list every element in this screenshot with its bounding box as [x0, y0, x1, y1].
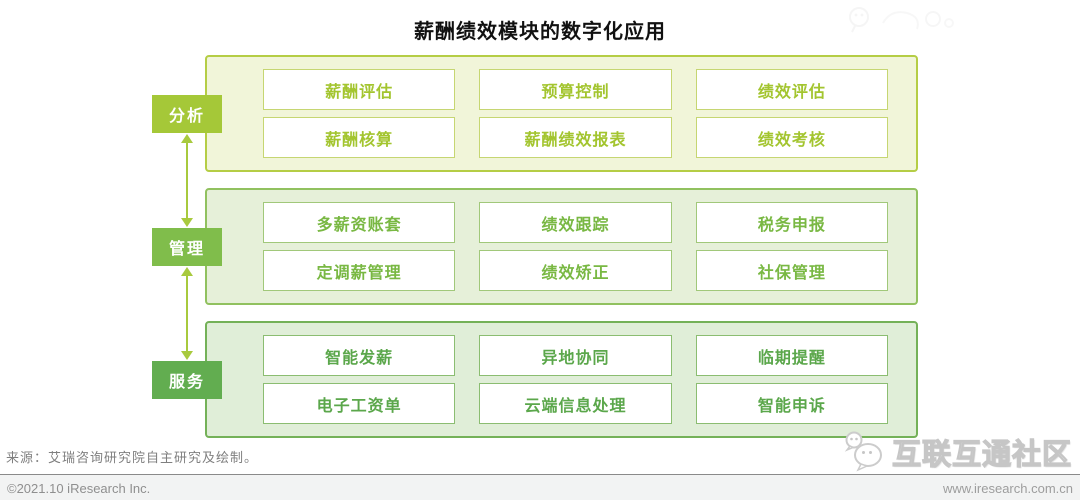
- module-box-b1-r2-c2: 薪酬绩效报表: [479, 117, 672, 158]
- module-box-b1-r2-c1: 薪酬核算: [263, 117, 456, 158]
- band-label-1: 分析: [152, 95, 222, 133]
- module-box-b1-r1-c3: 绩效评估: [695, 69, 888, 110]
- decor-doodle-icon: [849, 7, 954, 33]
- module-box-b2-r2-c1: 定调薪管理: [263, 250, 456, 291]
- module-box-b3-r2-c3: 智能申诉: [695, 383, 888, 424]
- copyright-text: ©2021.10 iResearch Inc.: [7, 481, 151, 496]
- module-box-b3-r2-c1: 电子工资单: [263, 383, 456, 424]
- website-url: www.iresearch.com.cn: [942, 481, 1073, 496]
- wechat-bubbles-icon: [844, 431, 882, 472]
- module-box-b1-r2-c3: 绩效考核: [695, 117, 888, 158]
- module-box-b1-r1-c2: 预算控制: [479, 69, 672, 110]
- module-box-b2-r2-c3: 社保管理: [695, 250, 888, 291]
- module-box-b3-r1-c2: 异地协同: [479, 335, 672, 376]
- panel-band-1: 薪酬评估预算控制绩效评估薪酬核算薪酬绩效报表绩效考核: [205, 55, 918, 172]
- footer-band: [0, 475, 1080, 500]
- panel-band-3: 智能发薪异地协同临期提醒电子工资单云端信息处理智能申诉: [205, 321, 918, 438]
- module-box-b2-r2-c2: 绩效矫正: [479, 250, 672, 291]
- module-box-b2-r1-c1: 多薪资账套: [263, 202, 456, 243]
- band-label-3: 服务: [152, 361, 222, 399]
- source-note: 来源：艾瑞咨询研究院自主研究及绘制。: [6, 450, 259, 465]
- module-box-b2-r1-c2: 绩效跟踪: [479, 202, 672, 243]
- band-label-2: 管理: [152, 228, 222, 266]
- watermark-text: 互联互通社区: [891, 438, 1073, 471]
- watermark: 互联互通社区: [842, 431, 1072, 473]
- panel-band-2: 多薪资账套绩效跟踪税务申报定调薪管理绩效矫正社保管理: [205, 188, 918, 305]
- module-box-b3-r2-c2: 云端信息处理: [479, 383, 672, 424]
- module-box-b3-r1-c1: 智能发薪: [263, 335, 456, 376]
- footer-divider: [0, 474, 1080, 475]
- module-box-b1-r1-c1: 薪酬评估: [263, 69, 456, 110]
- module-box-b2-r1-c3: 税务申报: [695, 202, 888, 243]
- page-title: 薪酬绩效模块的数字化应用: [414, 21, 666, 43]
- module-box-b3-r1-c3: 临期提醒: [695, 335, 888, 376]
